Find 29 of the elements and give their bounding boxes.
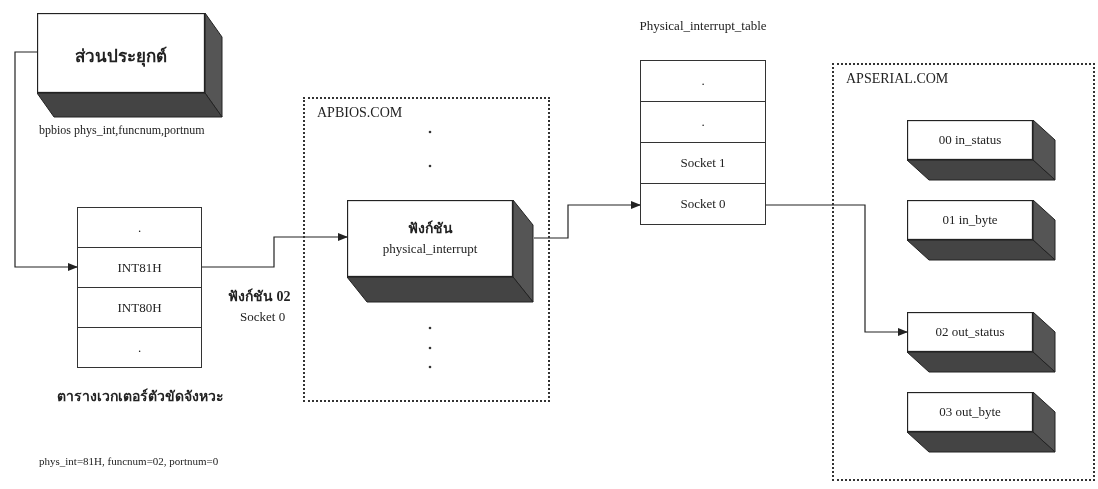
table-cell: Socket 1	[640, 142, 766, 184]
table-cell: Socket 0	[640, 183, 766, 225]
arrow	[533, 201, 641, 239]
box-label: 01 in_byte	[941, 211, 999, 228]
table-cell: .	[640, 60, 766, 102]
module-name: APSERIAL.COM	[846, 71, 949, 87]
arrow	[765, 204, 908, 336]
module-name: APBIOS.COM	[317, 105, 403, 121]
box-label: physical_interrupt	[381, 240, 479, 257]
box-label: 03 out_byte	[938, 403, 1002, 420]
note-text: Socket 0	[240, 309, 286, 325]
module-frame	[303, 97, 550, 402]
arrow	[14, 51, 78, 271]
note-text: phys_int=81H, funcnum=02, portnum=0	[39, 455, 219, 467]
table-cell: .	[640, 101, 766, 143]
table-cell: .	[77, 207, 202, 248]
box-heading: ฟังก์ชัน	[406, 219, 454, 238]
note-text: bpbios phys_int,funcnum,portnum	[39, 123, 205, 138]
box-label: 02 out_status	[934, 323, 1006, 340]
arrow	[201, 233, 348, 268]
table-title: Physical_interrupt_table	[638, 18, 768, 34]
note-text: ฟังก์ชัน 02	[228, 287, 291, 306]
box-label: ส่วนประยุกต์	[74, 45, 168, 69]
table-caption: ตารางเวกเตอร์ตัวขัดจังหวะ	[57, 387, 222, 406]
table-cell: .	[77, 327, 202, 368]
table-cell: INT81H	[77, 247, 202, 288]
module-frame	[832, 63, 1095, 481]
table-cell: INT80H	[77, 287, 202, 328]
box-label: 00 in_status	[937, 131, 1003, 148]
